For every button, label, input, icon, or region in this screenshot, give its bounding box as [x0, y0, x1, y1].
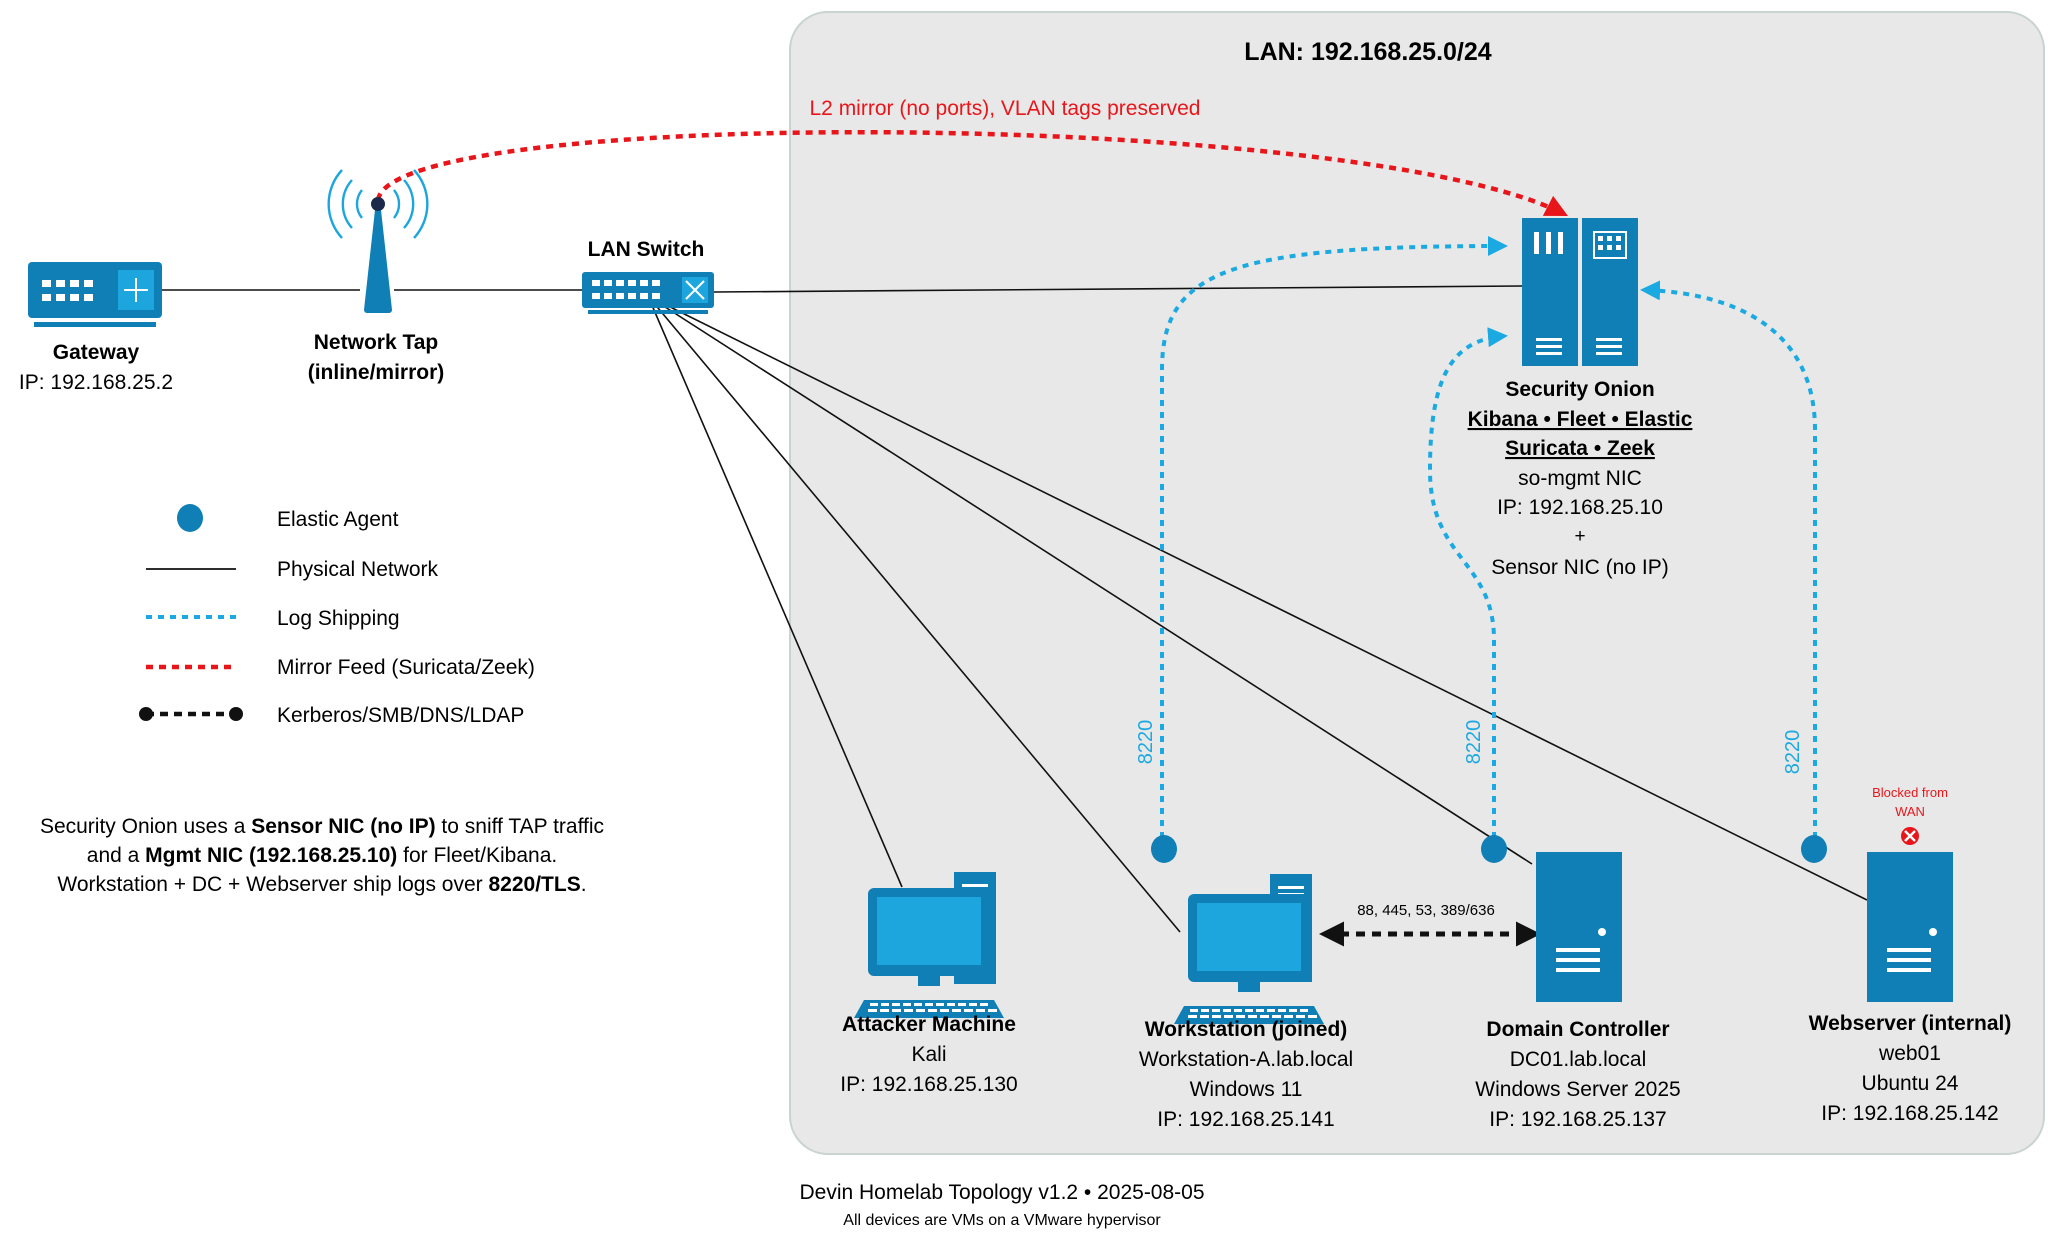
note-line1-a: Security Onion uses a [40, 815, 251, 838]
legend-log-shipping-label: Log Shipping [277, 607, 400, 630]
wifi-signal-icon [327, 169, 429, 239]
gateway-device[interactable] [28, 262, 162, 327]
lan-title: LAN: 192.168.25.0/24 [1244, 38, 1491, 66]
note-line3-b: 8220/TLS [489, 873, 581, 896]
security-onion-stack1: Kibana • Fleet • Elastic [1468, 408, 1693, 431]
link-switch-attacker [647, 295, 903, 888]
mirror-note: L2 mirror (no ports), VLAN tags preserve… [810, 97, 1201, 120]
security-onion-plus: + [1574, 526, 1585, 547]
security-onion-name: Security Onion [1505, 378, 1654, 401]
webserver-os: Ubuntu 24 [1862, 1072, 1959, 1095]
log-ship-webserver [1640, 280, 1817, 838]
webserver-ip: IP: 192.168.25.142 [1821, 1102, 1999, 1125]
workstation-ip: IP: 192.168.25.141 [1157, 1108, 1335, 1131]
security-onion-device[interactable] [1522, 218, 1638, 366]
workstation-os: Windows 11 [1190, 1078, 1303, 1101]
attacker-ip: IP: 192.168.25.130 [840, 1073, 1018, 1096]
attacker-os: Kali [911, 1043, 946, 1066]
note-line2-a: and a [87, 844, 145, 867]
security-onion-stack2: Suricata • Zeek [1505, 437, 1655, 460]
legend-elastic-agent-swatch [177, 504, 203, 532]
dc-ip: IP: 192.168.25.137 [1489, 1108, 1667, 1131]
webserver-blocked-line1: Blocked from [1872, 785, 1948, 800]
dc-name: Domain Controller [1486, 1018, 1669, 1041]
security-onion-mgmt-nic: so-mgmt NIC [1518, 467, 1642, 490]
link-switch-security-onion [713, 285, 1523, 293]
log-ship-workstation [1160, 236, 1508, 838]
link-switch-dc [647, 295, 1533, 865]
security-onion-sensor-nic: Sensor NIC (no IP) [1491, 556, 1668, 579]
note-line3-a: Workstation + DC + Webserver ship logs o… [57, 873, 488, 896]
gateway-name: Gateway [53, 341, 140, 364]
elastic-agent-webserver [1801, 835, 1827, 863]
switch-name: LAN Switch [588, 238, 705, 261]
svg-text:Workstation + DC + Webserver s: Workstation + DC + Webserver ship logs o… [57, 873, 586, 896]
svg-text:and a Mgmt NIC (192.168.25.10): and a Mgmt NIC (192.168.25.10) for Fleet… [87, 844, 557, 867]
note-line1-b: Sensor NIC (no IP) [251, 815, 435, 838]
dc-host: DC01.lab.local [1510, 1048, 1647, 1071]
svg-text:Security Onion uses a Sensor N: Security Onion uses a Sensor NIC (no IP)… [40, 815, 604, 838]
workstation-host: Workstation-A.lab.local [1139, 1048, 1353, 1071]
note-line2-b: Mgmt NIC (192.168.25.10) [145, 844, 397, 867]
elastic-agent-dc [1481, 835, 1507, 863]
workstation-name: Workstation (joined) [1145, 1018, 1348, 1041]
tap-name: Network Tap [314, 331, 438, 354]
dc-os: Windows Server 2025 [1475, 1078, 1680, 1101]
webserver-blocked-line2: WAN [1895, 804, 1925, 819]
physical-links [162, 285, 1868, 933]
note-line2-c: for Fleet/Kibana. [397, 844, 557, 867]
network-tap-device[interactable] [327, 169, 429, 313]
port-label-dc: 8220 [1463, 720, 1485, 765]
link-switch-workstation [647, 295, 1181, 933]
webserver-host: web01 [1878, 1042, 1941, 1065]
port-label-workstation: 8220 [1135, 720, 1157, 765]
webserver-name: Webserver (internal) [1809, 1012, 2012, 1035]
attacker-machine-device[interactable] [854, 872, 1004, 1018]
elastic-agent-workstation [1151, 835, 1177, 863]
kerberos-ports-label: 88, 445, 53, 389/636 [1357, 902, 1495, 919]
legend-elastic-agent-label: Elastic Agent [277, 508, 399, 531]
footer-title: Devin Homelab Topology v1.2 • 2025-08-05 [799, 1181, 1204, 1204]
log-shipping-links [1160, 236, 1817, 838]
port-label-webserver: 8220 [1782, 730, 1804, 775]
switch-arrows-icon [685, 280, 705, 300]
legend-mirror-label: Mirror Feed (Suricata/Zeek) [277, 656, 535, 679]
domain-controller-device[interactable] [1536, 852, 1622, 1002]
workstation-device[interactable] [1174, 874, 1324, 1024]
link-switch-webserver [647, 295, 1868, 901]
webserver-device[interactable] [1867, 852, 1953, 1002]
explanatory-note: Security Onion uses a Sensor NIC (no IP)… [40, 815, 604, 896]
blocked-icon [1901, 827, 1919, 845]
router-arrows-icon [124, 278, 148, 302]
note-line1-c: to sniff TAP traffic [436, 815, 604, 838]
footer-subtitle: All devices are VMs on a VMware hypervis… [843, 1212, 1161, 1229]
note-line3-c: . [581, 873, 587, 896]
legend: Elastic Agent Physical Network Log Shipp… [139, 504, 535, 727]
lan-switch-device[interactable] [582, 272, 714, 314]
tap-mode: (inline/mirror) [308, 361, 445, 384]
attacker-name: Attacker Machine [842, 1013, 1016, 1036]
mirror-feed-arrow [375, 129, 1569, 217]
legend-kerberos-label: Kerberos/SMB/DNS/LDAP [277, 704, 524, 727]
log-ship-dc [1427, 327, 1508, 838]
gateway-ip: IP: 192.168.25.2 [19, 371, 173, 394]
security-onion-ip: IP: 192.168.25.10 [1497, 496, 1663, 519]
legend-physical-label: Physical Network [277, 558, 439, 581]
lan-zone [789, 11, 2045, 1155]
